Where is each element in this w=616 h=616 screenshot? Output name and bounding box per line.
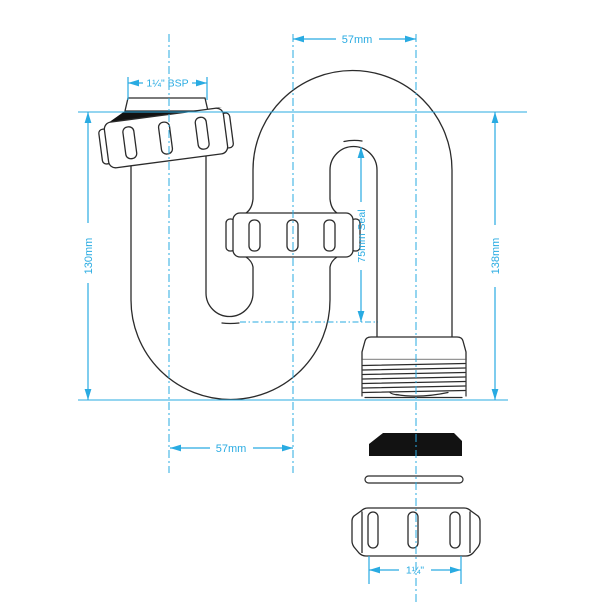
- middle-nut-slot: [286, 219, 299, 252]
- inlet-assembly: [98, 97, 234, 169]
- arrowhead: [450, 566, 461, 574]
- arrowhead: [491, 112, 499, 123]
- arrowhead: [405, 35, 416, 43]
- arrowhead: [491, 389, 499, 400]
- seal-bottom-tick: [221, 322, 240, 325]
- arrowhead: [293, 35, 304, 43]
- trap-body: [130, 69, 453, 401]
- arch-inner: [329, 145, 378, 338]
- arrowhead: [170, 444, 181, 452]
- reference-lines: [78, 34, 527, 604]
- dim-inlet-thread-label: 1¼" BSP: [146, 78, 188, 90]
- arrowhead: [196, 79, 207, 87]
- outlet-collar: [361, 336, 467, 361]
- dim-left-height-label: 130mm: [83, 238, 95, 275]
- inlet-nut-slot: [194, 116, 210, 150]
- outer-u-bend: [130, 149, 338, 401]
- dim-bottom-width-label: 57mm: [216, 443, 247, 455]
- arrowhead: [84, 389, 92, 400]
- middle-nut: [225, 212, 361, 258]
- tapered-washer: [369, 433, 462, 456]
- inlet-collar: [124, 97, 209, 112]
- arrowhead: [128, 79, 139, 87]
- inlet-nut: [98, 107, 234, 169]
- outlet-threads: [361, 359, 467, 399]
- dim-seal-label: 75mm Seal: [356, 209, 368, 262]
- flat-washer: [364, 475, 464, 484]
- seal-top-tick: [343, 139, 363, 143]
- inlet-nut-slot: [122, 126, 138, 160]
- outlet: [361, 336, 467, 399]
- outlet-nut-slot: [449, 511, 461, 549]
- middle-nut-slot: [248, 219, 261, 252]
- dim-top-width-label: 57mm: [342, 34, 373, 46]
- middle-nut-slot: [323, 219, 336, 252]
- arrowhead: [369, 566, 380, 574]
- outlet-nut-slot: [367, 511, 379, 549]
- dim-right-height-label: 138mm: [490, 238, 502, 275]
- arch-outer: [245, 69, 453, 338]
- arrowhead: [357, 311, 365, 322]
- inner-u-bend: [205, 147, 254, 318]
- arrowhead: [84, 112, 92, 123]
- dimensions: 57mm 1¼" BSP 130mm 75mm Seal 138mm: [83, 34, 502, 584]
- arrowhead: [282, 444, 293, 452]
- dim-outlet-size-label: 1¼": [406, 565, 425, 577]
- arrowhead: [357, 147, 365, 158]
